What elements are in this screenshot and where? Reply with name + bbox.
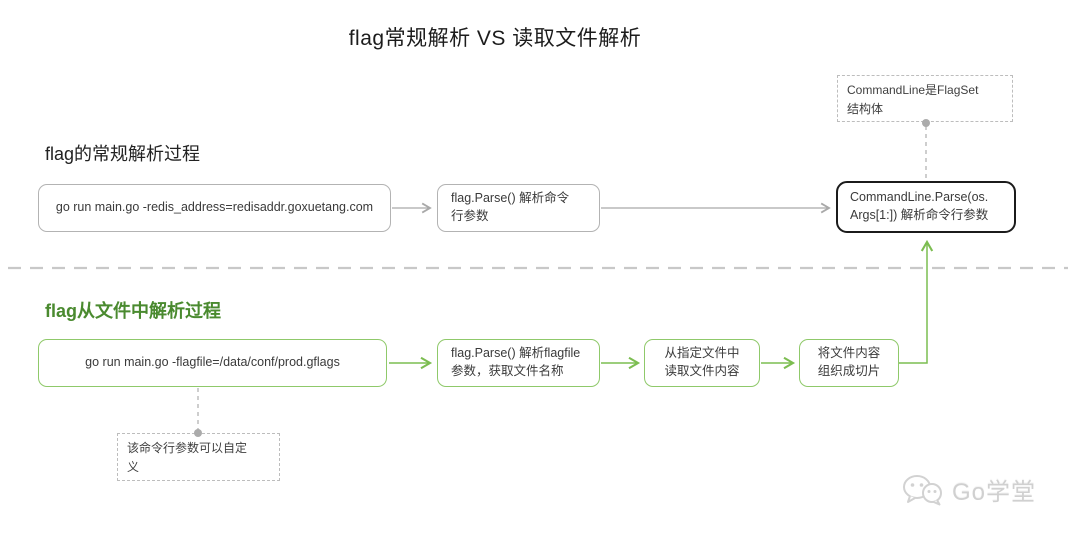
page-title: flag常规解析 VS 读取文件解析 [348,27,642,50]
flow-node-run-command: go run main.go -redis_address=redisaddr.… [38,184,391,232]
flow-node-flag-parse-flagfile: flag.Parse() 解析flagfile 参数，获取文件名称 [437,339,600,387]
section-normal-heading: flag的常规解析过程 [45,144,201,164]
note-flagset: CommandLine是FlagSet 结构体 [837,75,1013,122]
section-file-heading: flag从文件中解析过程 [45,301,222,321]
watermark: Go学堂 [902,472,1036,507]
flow-node-commandline-parse: CommandLine.Parse(os. Args[1:]) 解析命令行参数 [836,181,1016,233]
flow-node-build-slice: 将文件内容 组织成切片 [799,339,899,387]
note-custom: 该命令行参数可以自定 义 [117,433,280,481]
wechat-icon [902,473,944,507]
flow-node-flag-parse: flag.Parse() 解析命令 行参数 [437,184,600,232]
watermark-label: Go学堂 [952,479,1037,506]
flow-node-read-file: 从指定文件中 读取文件内容 [644,339,760,387]
flow-node-run-flagfile-command: go run main.go -flagfile=/data/conf/prod… [38,339,387,387]
arrow-slice-to-commandline [899,239,934,364]
